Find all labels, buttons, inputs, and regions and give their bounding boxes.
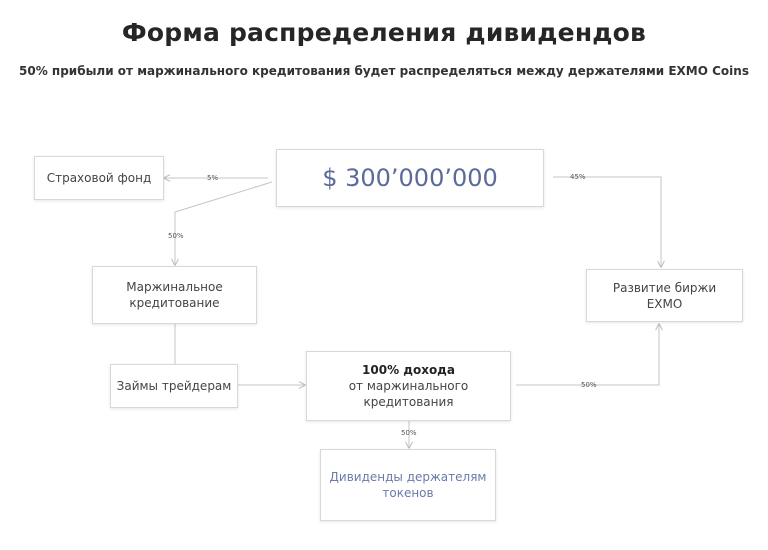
- edge-label-insurance: 5%: [207, 174, 218, 182]
- edge-label-income-exchange: 50%: [581, 381, 597, 389]
- dividends-line1: Дивиденды держателям: [329, 470, 487, 484]
- node-trader-loans: Займы трейдерам: [110, 364, 238, 408]
- total-amount: $ 300’000’000: [322, 164, 498, 192]
- diagram-title: Форма распределения дивидендов: [121, 18, 647, 47]
- edge-label-income-dividends: 50%: [401, 429, 417, 437]
- income-line2: от маржинального: [348, 379, 469, 393]
- node-insurance-fund: Страховой фонд: [34, 156, 164, 200]
- insurance-fund-label: Страховой фонд: [46, 171, 152, 185]
- node-income: 100% дохода от маржинального кредитовани…: [306, 351, 511, 421]
- margin-lending-line2: кредитование: [129, 296, 220, 310]
- node-margin-lending: Маржинальное кредитование: [92, 266, 257, 324]
- income-line1: 100% дохода: [362, 363, 455, 377]
- edge-income-exchange: [516, 324, 659, 386]
- margin-lending-line1: Маржинальное: [126, 280, 223, 294]
- edge-total-exchange: [553, 176, 661, 267]
- node-dividends: Дивиденды держателям токенов: [320, 449, 496, 521]
- trader-loans-label: Займы трейдерам: [116, 379, 232, 393]
- diagram-subtitle: 50% прибыли от маржинального кредитовани…: [19, 64, 749, 78]
- edge-label-margin: 50%: [168, 232, 184, 240]
- dividends-line2: токенов: [382, 486, 434, 500]
- income-line3: кредитования: [363, 395, 454, 409]
- edge-label-exchange: 45%: [570, 173, 586, 181]
- exchange-development-line1: Развитие биржи: [612, 280, 717, 295]
- node-total: $ 300’000’000: [276, 149, 544, 207]
- edge-total-margin: [175, 181, 273, 265]
- node-exchange-development: Развитие биржи EXMO: [586, 269, 743, 322]
- exchange-development-line2: EXMO: [646, 296, 683, 311]
